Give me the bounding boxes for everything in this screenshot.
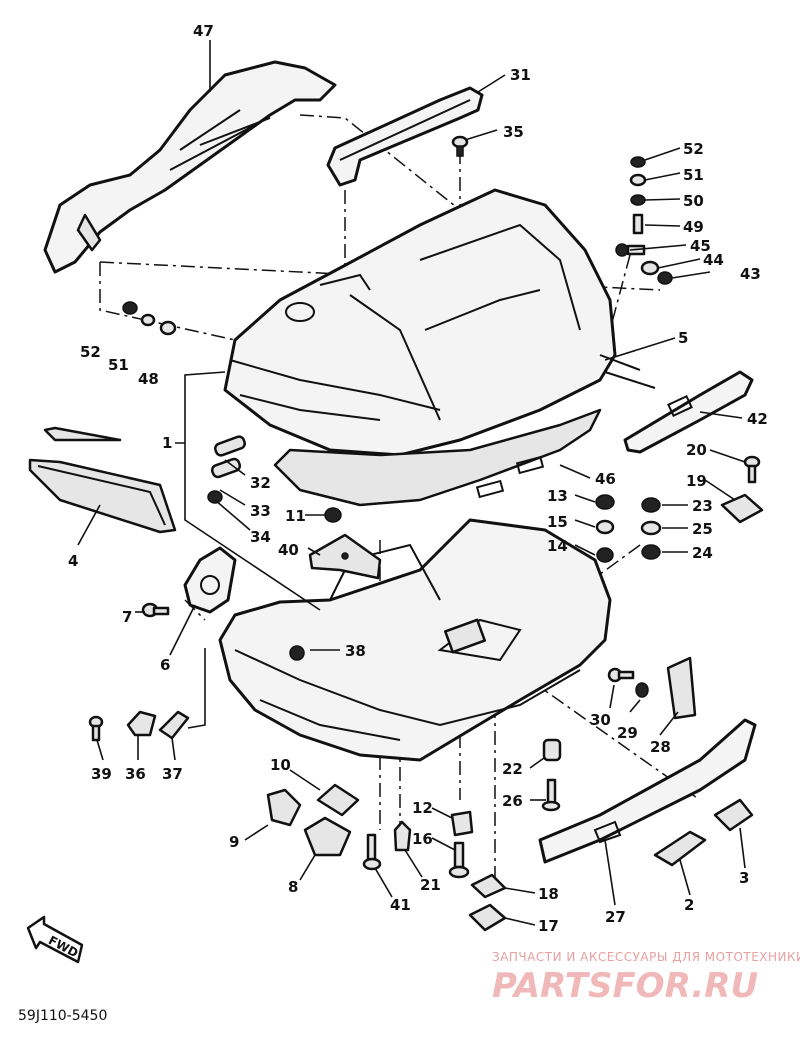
callout-16: 16 (412, 830, 433, 848)
emblem-parts-2-3 (653, 798, 754, 867)
callout-49: 49 (683, 218, 704, 236)
callout-29: 29 (617, 724, 638, 742)
callout-37: 37 (162, 765, 183, 783)
callout-22: 22 (502, 760, 523, 778)
callout-33: 33 (250, 502, 271, 520)
callout-7: 7 (122, 608, 132, 626)
callout-40: 40 (278, 541, 299, 559)
callout-50: 50 (683, 192, 704, 210)
callout-8: 8 (288, 878, 298, 896)
callout-34: 34 (250, 528, 271, 546)
fwd-arrow-icon: FWD (26, 915, 84, 964)
callout-25: 25 (692, 520, 713, 538)
callout-2: 2 (684, 896, 694, 914)
callout-41: 41 (390, 896, 411, 914)
callout-42: 42 (747, 410, 768, 428)
watermark-brand: PARTSFOR.RU (492, 966, 758, 1006)
callout-14: 14 (547, 537, 568, 555)
callout-52: 52 (683, 140, 704, 158)
callout-51-left: 51 (108, 356, 129, 374)
hinge-bar-part-42 (623, 370, 754, 454)
callout-27: 27 (605, 908, 626, 926)
callout-43: 43 (740, 265, 761, 283)
callout-39: 39 (91, 765, 112, 783)
callout-31: 31 (510, 66, 531, 84)
carry-handle-part-31 (326, 86, 484, 187)
leader-lines (77, 40, 746, 926)
hinge-part-5 (599, 354, 656, 389)
callout-labels: 47 31 35 52 51 50 49 45 44 43 5 42 52 51… (68, 22, 768, 935)
callout-12: 12 (412, 799, 433, 817)
callout-18: 18 (538, 885, 559, 903)
callout-28: 28 (650, 738, 671, 756)
callout-21: 21 (420, 876, 441, 894)
callout-32: 32 (250, 474, 271, 492)
bracket-part-6 (183, 546, 237, 614)
watermark: ЗАПЧАСТИ И АКСЕССУАРЫ ДЛЯ МОТОТЕХНИКИ PA… (492, 950, 800, 1006)
callout-11: 11 (285, 507, 306, 525)
callout-6: 6 (160, 656, 170, 674)
callout-45: 45 (690, 237, 711, 255)
callout-36: 36 (125, 765, 146, 783)
callout-3: 3 (739, 869, 749, 887)
reflector-part-4 (28, 426, 177, 534)
upper-shell-lid (223, 188, 617, 457)
callout-15: 15 (547, 513, 568, 531)
callout-51: 51 (683, 166, 704, 184)
watermark-tagline: ЗАПЧАСТИ И АКСЕССУАРЫ ДЛЯ МОТОТЕХНИКИ (492, 950, 800, 964)
seal-part-46 (273, 408, 602, 507)
lower-shell-base (218, 518, 612, 762)
screw-part-35 (451, 135, 469, 157)
callout-48: 48 (138, 370, 159, 388)
callout-24: 24 (692, 544, 713, 562)
callout-10: 10 (270, 756, 291, 774)
plate-part-40 (308, 533, 382, 580)
callout-47: 47 (193, 22, 214, 40)
callout-30: 30 (590, 711, 611, 729)
callout-9: 9 (229, 833, 239, 851)
hardware-parts (88, 156, 764, 932)
callout-13: 13 (547, 487, 568, 505)
callout-19: 19 (686, 472, 707, 490)
callout-1: 1 (162, 434, 172, 452)
callout-23: 23 (692, 497, 713, 515)
callout-35: 35 (503, 123, 524, 141)
callout-38: 38 (345, 642, 366, 660)
callout-20: 20 (686, 441, 707, 459)
callout-46: 46 (595, 470, 616, 488)
callout-17: 17 (538, 917, 559, 935)
trim-strip-part-27 (538, 718, 757, 864)
callout-26: 26 (502, 792, 523, 810)
backrest-part-47 (43, 60, 337, 274)
diagram-code: 59J110-5450 (18, 1008, 107, 1024)
callout-4: 4 (68, 552, 78, 570)
callout-5: 5 (678, 329, 688, 347)
callout-52-left: 52 (80, 343, 101, 361)
callout-44: 44 (703, 251, 724, 269)
